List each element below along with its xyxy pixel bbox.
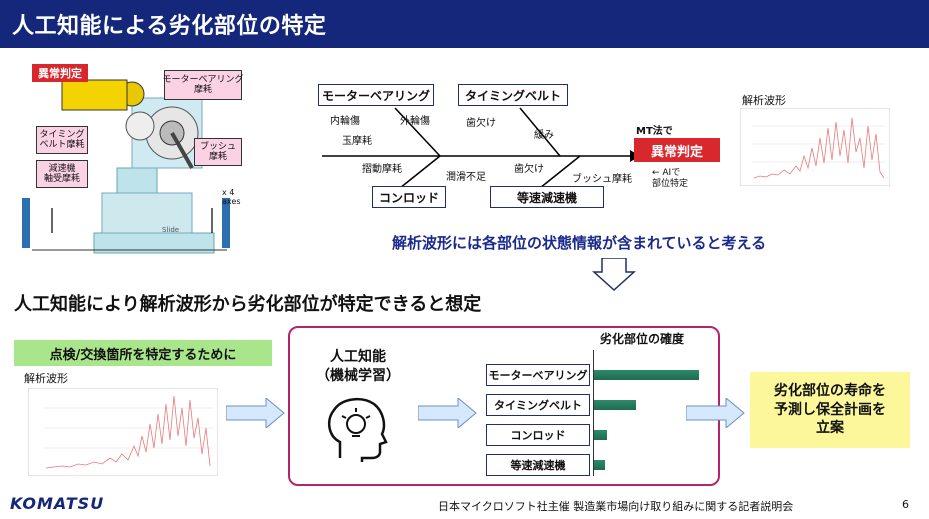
tooth-missing-label-1: 歯欠け: [466, 118, 496, 129]
right-arrow-icon-3: [686, 398, 745, 428]
row-label-reducer: 等速減速機: [486, 454, 590, 476]
fishbone-diagram: モーターベアリング タイミングベルト コンロッド 等速減速機 内輪傷 外輪傷 玉…: [300, 78, 740, 218]
fishbone-motor-bearing: モーターベアリング: [318, 84, 434, 106]
section-heading: 人工知能により解析波形から劣化部位が特定できると想定: [14, 294, 482, 315]
conclusion-text: 解析波形には各部位の状態情報が含まれていると考える: [392, 234, 767, 252]
bush-wear-small-label: ブッシュ摩耗: [572, 174, 632, 185]
waveform-top-section: 解析波形: [736, 92, 901, 192]
waveform-top-label: 解析波形: [742, 94, 786, 107]
waveform-bottom-chart: [28, 388, 218, 476]
sliding-wear-label: 摺動摩耗: [362, 164, 402, 175]
lubrication-label: 潤滑不足: [446, 172, 486, 183]
fishbone-timing-belt: タイミングベルト: [458, 84, 568, 106]
row-label-motor: モーターベアリング: [486, 364, 590, 386]
bush-wear-label: ブッシュ 摩耗: [194, 138, 242, 166]
bar-timing: [594, 400, 636, 410]
inner-ring-label: 内輪傷: [330, 116, 360, 127]
axes-label: x 4 axes: [222, 188, 241, 206]
outer-ring-label: 外輪傷: [400, 116, 430, 127]
ai-identify-note: ← AIで 部位特定: [652, 168, 689, 189]
ai-title: 人工知能 （機械学習）: [316, 349, 400, 384]
fishbone-conrod: コンロッド: [372, 186, 446, 208]
fishbone-reducer: 等速減速機: [490, 186, 604, 208]
bar-motor: [594, 370, 699, 380]
bar-reducer: [594, 460, 605, 470]
machine-diagram: 異常判定 モーターベアリング 摩耗 タイミング ベルト摩耗 減速機 軸受摩耗 ブ…: [22, 58, 244, 268]
timing-belt-label: タイミング ベルト摩耗: [36, 126, 88, 154]
page-title: 人工知能による劣化部位の特定: [12, 14, 327, 39]
row-label-timing: タイミングベルト: [486, 394, 590, 416]
page-number: 6: [902, 498, 909, 511]
machine-illustration: [22, 79, 230, 254]
tooth-missing-label-2: 歯欠け: [514, 164, 544, 175]
waveform-bottom-label: 解析波形: [24, 372, 68, 385]
komatsu-logo: KOMATSU: [10, 494, 105, 513]
maintenance-plan-box: 劣化部位の寿命を 予測し保全計画を 立案: [750, 372, 910, 448]
motor-bearing-label: モーターベアリング 摩耗: [163, 70, 244, 100]
mt-method-label: MT法で: [636, 126, 673, 137]
row-label-conrod: コンロッド: [486, 424, 590, 446]
waveform-top-chart: [740, 108, 890, 186]
probability-axis: [593, 350, 594, 476]
footer-event-text: 日本マイクロソフト社主催 製造業市場向け取り組みに関する記者説明会: [438, 500, 794, 513]
inspection-purpose-label: 点検/交換箇所を特定するために: [14, 340, 272, 366]
header-bar: 人工知能による劣化部位の特定: [0, 0, 929, 48]
probability-title: 劣化部位の確度: [600, 332, 685, 346]
waveform-bottom-section: 解析波形: [14, 370, 224, 478]
right-arrow-icon-2: [418, 398, 477, 428]
bar-conrod: [594, 430, 607, 440]
down-arrow-icon: [592, 258, 636, 292]
slack-label: 緩み: [534, 130, 554, 141]
fishbone-lines: [322, 107, 640, 189]
right-arrow-icon-1: [226, 398, 285, 428]
abnormal-result-box: 異常判定: [634, 138, 720, 162]
reducer-bearing-label: 減速機 軸受摩耗: [36, 160, 88, 188]
slide-label: Slide: [162, 226, 180, 234]
ball-wear-label: 玉摩耗: [342, 136, 372, 147]
ai-head-icon: [327, 397, 388, 462]
abnormal-judgment-badge: 異常判定: [32, 64, 88, 82]
